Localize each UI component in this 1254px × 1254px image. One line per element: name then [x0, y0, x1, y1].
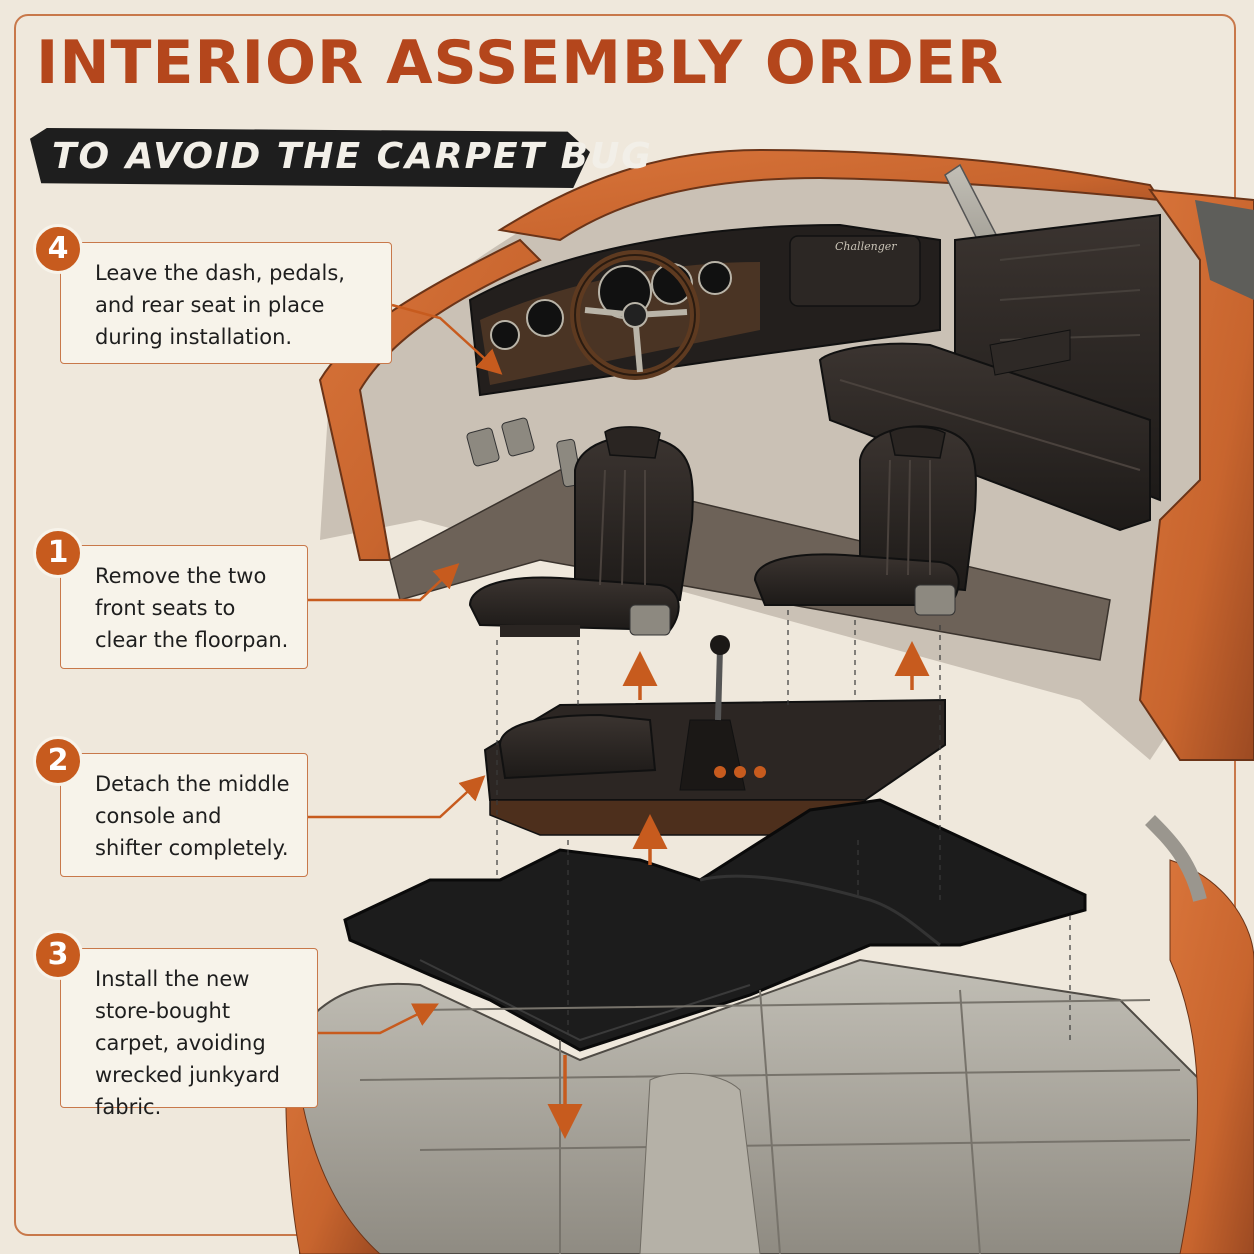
- page-title: INTERIOR ASSEMBLY ORDER: [36, 28, 1005, 98]
- floorpan: [285, 815, 1254, 1254]
- dash-emblem: Challenger: [835, 240, 897, 253]
- steering-wheel: [570, 250, 700, 380]
- step-3-badge: 3: [33, 930, 83, 980]
- callout-step-3: Install the new store-bought carpet, avo…: [60, 948, 318, 1119]
- dashboard: Challenger: [466, 223, 941, 488]
- alignment-guides: [496, 610, 1071, 1040]
- callout-leaders: [308, 303, 503, 1035]
- rear-seat: [818, 213, 1161, 532]
- page-subtitle: TO AVOID THE CARPET BUG: [52, 136, 653, 177]
- carpet: [343, 798, 1087, 1052]
- step-1-badge: 1: [33, 528, 83, 578]
- front-seat-right: [753, 425, 977, 616]
- step-1-text: Remove the two front seats to clear the …: [95, 564, 289, 652]
- step-2-badge: 2: [33, 736, 83, 786]
- center-console: [483, 635, 946, 836]
- callout-step-4: Leave the dash, pedals, and rear seat in…: [60, 242, 392, 364]
- step-4-badge: 4: [33, 224, 83, 274]
- step-3-text: Install the new store-bought carpet, avo…: [95, 967, 280, 1119]
- callout-step-2: Detach the middle console and shifter co…: [60, 753, 308, 877]
- step-4-text: Leave the dash, pedals, and rear seat in…: [95, 261, 345, 349]
- front-seat-left: [468, 426, 694, 637]
- direction-arrows: [547, 641, 930, 1139]
- step-2-text: Detach the middle console and shifter co…: [95, 772, 290, 860]
- callout-step-1: Remove the two front seats to clear the …: [60, 545, 308, 669]
- subtitle-banner: [30, 128, 590, 188]
